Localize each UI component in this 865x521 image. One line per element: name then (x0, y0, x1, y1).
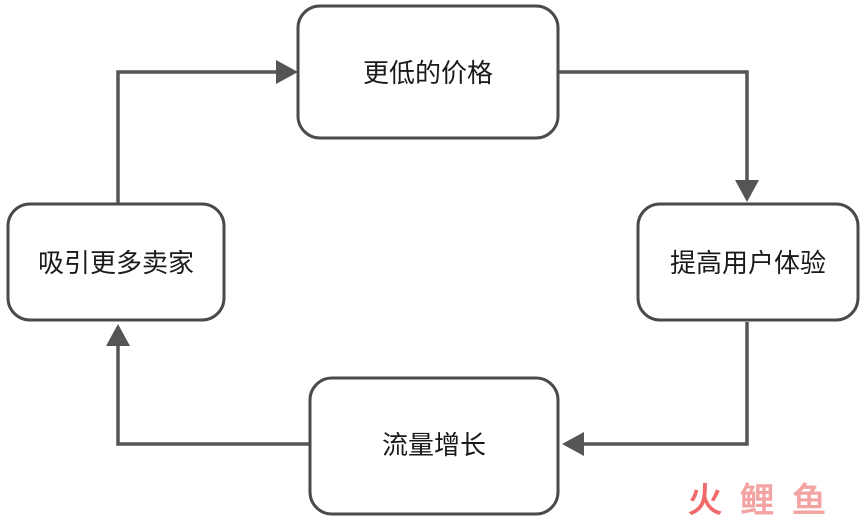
watermark-char-3: 鱼 (792, 481, 826, 521)
arrowhead-right (276, 60, 298, 84)
node-more-sellers-label: 吸引更多卖家 (38, 249, 194, 279)
node-traffic-growth: 流量增长 (308, 376, 560, 516)
node-lower-price: 更低的价格 (296, 4, 560, 140)
watermark-char-1: 火 (688, 481, 722, 521)
node-better-experience-label: 提高用户体验 (670, 249, 826, 279)
watermark-logo: 火 鲤 鱼 (688, 481, 826, 521)
edge-experience-to-traffic (562, 322, 749, 456)
edge-price-to-experience (558, 70, 759, 202)
arrowhead-down (735, 180, 759, 202)
node-better-experience: 提高用户体验 (636, 202, 860, 322)
node-traffic-growth-label: 流量增长 (382, 431, 486, 461)
edge-sellers-to-price (116, 60, 298, 204)
node-more-sellers: 吸引更多卖家 (6, 202, 226, 322)
node-lower-price-label: 更低的价格 (363, 59, 493, 89)
watermark-char-2: 鲤 (740, 481, 774, 521)
edge-traffic-to-sellers (106, 324, 310, 446)
arrowhead-left (562, 432, 584, 456)
arrowhead-up (106, 324, 130, 346)
